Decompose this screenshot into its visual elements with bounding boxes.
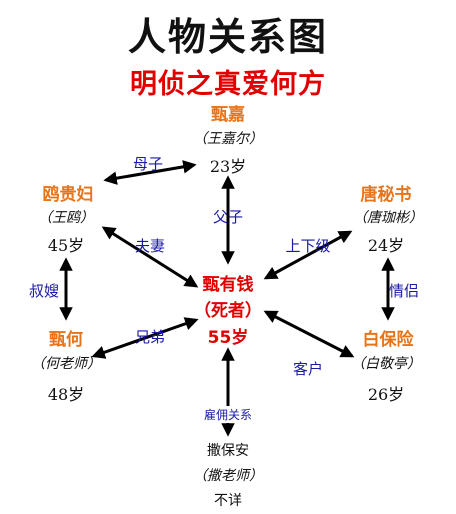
arrow-husband-wife bbox=[101, 226, 199, 288]
arrow-boss-subordinate bbox=[263, 230, 353, 280]
arrow-mother-son bbox=[103, 160, 197, 185]
arrow-client bbox=[263, 310, 355, 358]
arrow-brothers bbox=[91, 317, 199, 359]
